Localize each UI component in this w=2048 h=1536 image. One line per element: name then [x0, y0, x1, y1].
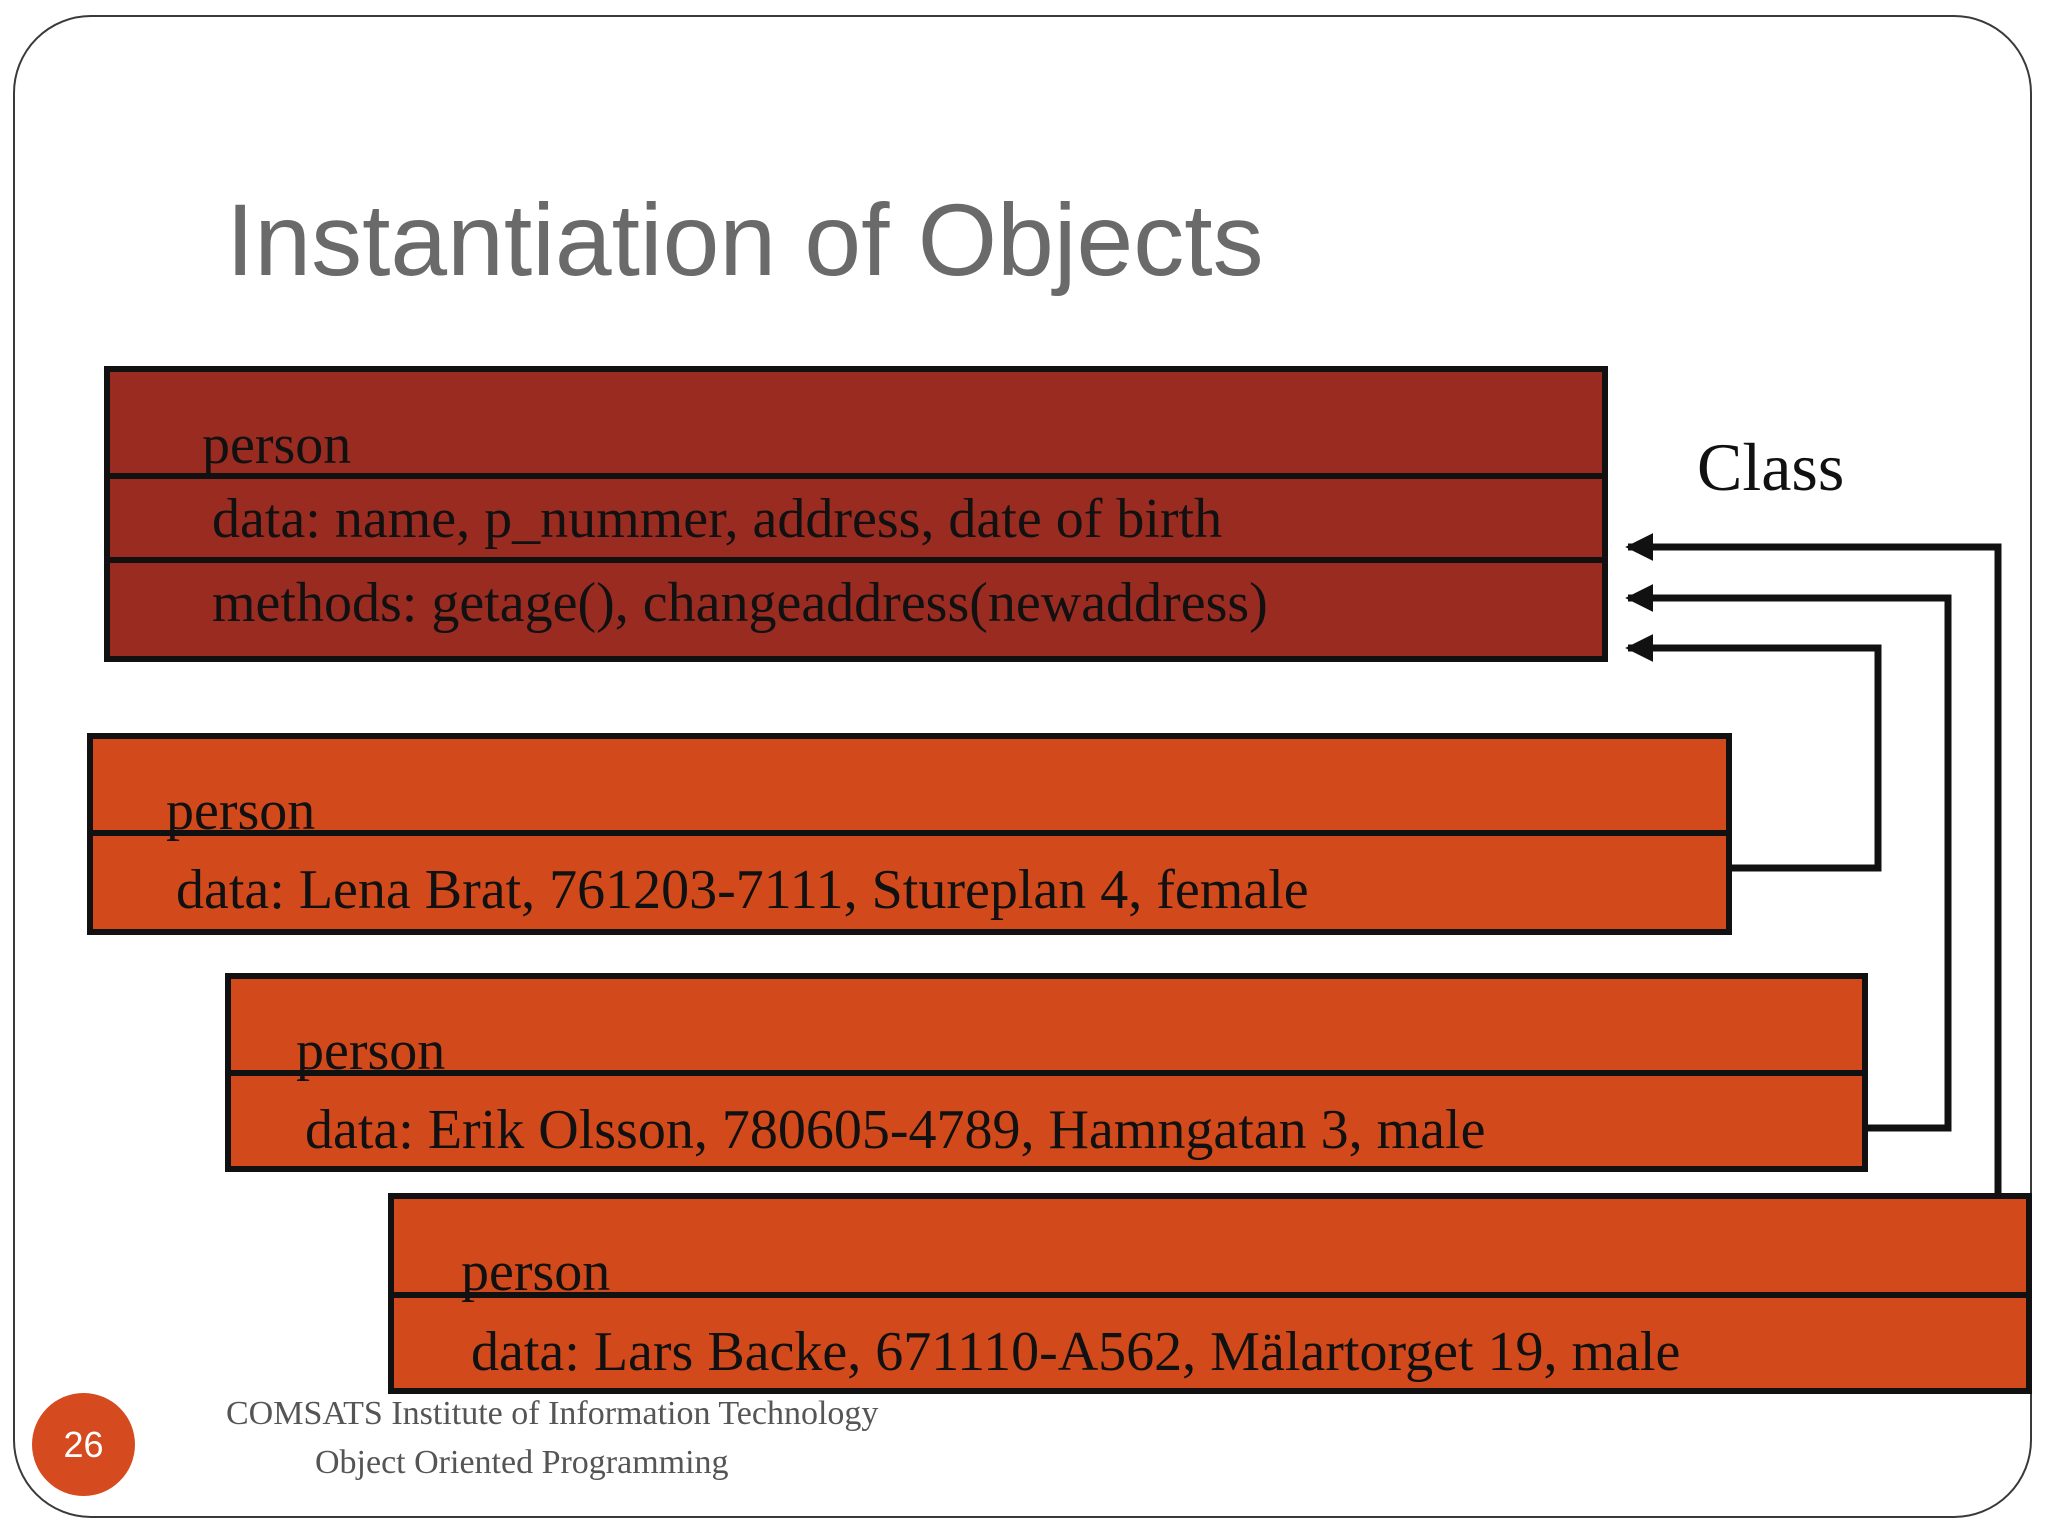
arrow-object-3-to-class [1625, 533, 2002, 1193]
arrow-object-1-to-class [1625, 634, 1882, 872]
object-box-1: person data: Lena Brat, 761203-7111, Stu… [87, 733, 1732, 935]
object-data-row: data: Lars Backe, 671110-A562, Mälartorg… [394, 1292, 2026, 1394]
object-data-label: data: Lena Brat, 761203-7111, Stureplan … [176, 859, 1309, 921]
class-box: person data: name, p_nummer, address, da… [104, 366, 1608, 662]
slide-title: Instantiation of Objects [226, 183, 1264, 297]
slide-frame [13, 15, 2032, 1518]
class-data-label: data: name, p_nummer, address, date of b… [212, 488, 1223, 550]
object-header-label: person [461, 1241, 611, 1303]
class-label: Class [1697, 429, 1845, 505]
class-header-label: person [202, 414, 352, 476]
object-header-label: person [296, 1020, 446, 1082]
object-box-2: person data: Erik Olsson, 780605-4789, H… [225, 973, 1868, 1172]
object-header: person [93, 739, 1726, 839]
page-number-badge: 26 [32, 1393, 135, 1496]
class-methods-label: methods: getage(), changeaddress(newaddr… [212, 572, 1268, 634]
object-data-label: data: Erik Olsson, 780605-4789, Hamngata… [305, 1099, 1486, 1161]
object-header: person [231, 979, 1862, 1079]
object-data-row: data: Lena Brat, 761203-7111, Stureplan … [93, 830, 1726, 935]
class-data-row: data: name, p_nummer, address, date of b… [110, 473, 1602, 563]
object-data-row: data: Erik Olsson, 780605-4789, Hamngata… [231, 1070, 1862, 1172]
object-box-3: person data: Lars Backe, 671110-A562, Mä… [388, 1193, 2032, 1394]
object-data-label: data: Lars Backe, 671110-A562, Mälartorg… [471, 1321, 1681, 1383]
class-methods-row: methods: getage(), changeaddress(newaddr… [110, 557, 1602, 662]
footer-course: Object Oriented Programming [315, 1444, 729, 1481]
object-header-label: person [166, 780, 316, 842]
object-header: person [394, 1199, 2026, 1300]
arrow-object-2-to-class [1625, 584, 1952, 1132]
class-header: person [110, 372, 1602, 473]
footer-institution: COMSATS Institute of Information Technol… [226, 1395, 879, 1432]
